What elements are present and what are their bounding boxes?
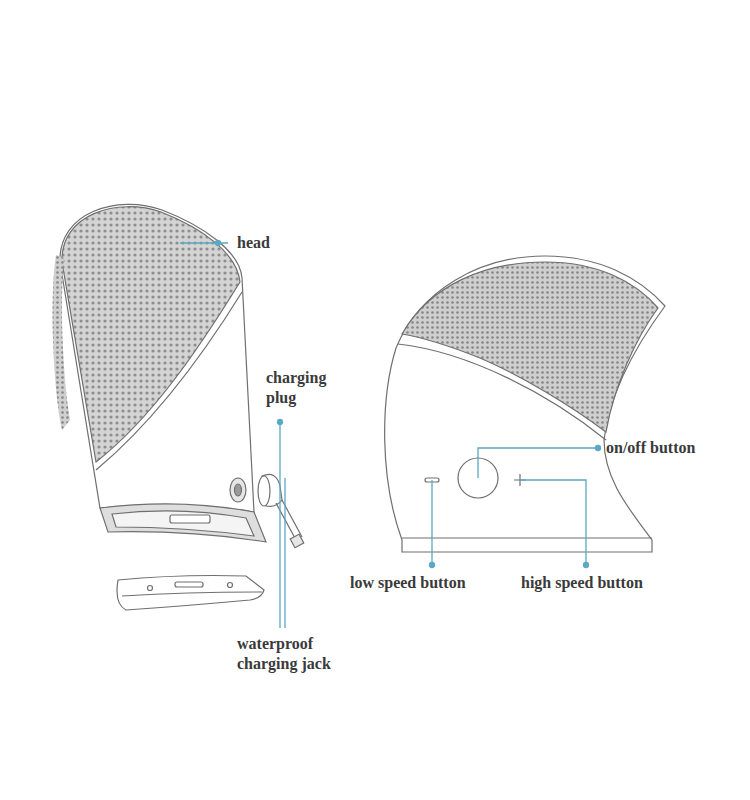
- part-label: head: [237, 233, 270, 253]
- front-head-texture: [402, 262, 658, 432]
- leader-line: [284, 478, 285, 628]
- leader-line: [520, 480, 586, 566]
- leader-dot: [596, 446, 601, 451]
- charging-plug-tip: [290, 534, 304, 548]
- leader-line: [478, 448, 600, 478]
- leader-line: [279, 420, 280, 628]
- bottom-plate-edge: [122, 592, 262, 596]
- leader-dot: [216, 241, 221, 246]
- plate-hole: [228, 583, 233, 588]
- base-band: [402, 537, 652, 538]
- part-label: low speed button: [350, 573, 466, 593]
- part-label: charging plug: [266, 368, 346, 408]
- part-label: high speed button: [521, 573, 643, 593]
- bottom-plate: [117, 576, 264, 611]
- base-inner: [112, 511, 254, 536]
- charging-jack: [230, 478, 246, 502]
- plate-hole: [148, 586, 153, 591]
- charging-jack-core: [235, 484, 242, 496]
- charging-plug-face: [258, 476, 270, 506]
- side-texture: [53, 255, 70, 430]
- leader-lines: [180, 241, 601, 629]
- front-view-brush: [385, 256, 665, 552]
- leader-dot: [278, 420, 283, 425]
- plate-slot: [175, 582, 203, 587]
- body-outline: [60, 204, 254, 512]
- part-label: on/off button: [606, 438, 695, 458]
- base-slot: [170, 515, 210, 523]
- body-seam: [96, 292, 242, 470]
- leader-dot: [584, 563, 589, 568]
- leader-dot: [430, 563, 435, 568]
- front-seam: [398, 344, 606, 440]
- part-label: waterproof charging jack: [237, 634, 347, 674]
- base-rim: [100, 504, 266, 542]
- side-view-brush: [53, 204, 304, 610]
- head-texture: [62, 207, 240, 462]
- front-body-outline: [385, 256, 665, 552]
- leader-line: [431, 480, 432, 566]
